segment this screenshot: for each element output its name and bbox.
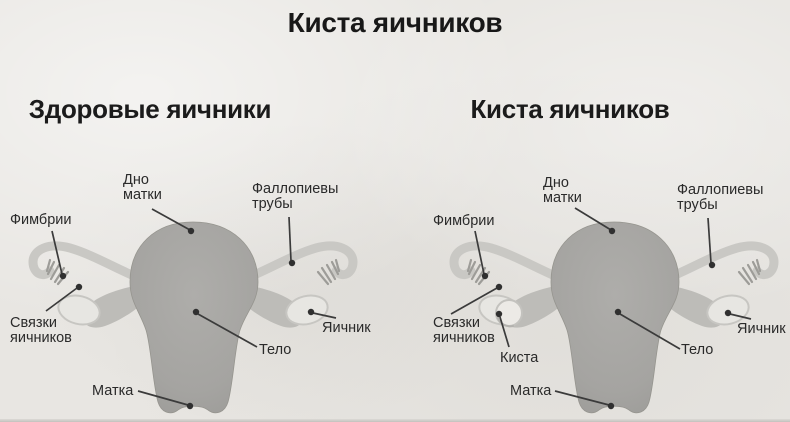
label-fimbriae: Фимбрии	[433, 213, 495, 229]
healthy-uterus-illustration	[0, 208, 395, 422]
leader-fallopian-tube	[707, 217, 716, 269]
label-uterus: Матка	[510, 383, 552, 399]
label-body: Тело	[681, 342, 714, 358]
leader-ovarian-ligament	[450, 283, 503, 315]
subtitle-healthy-ovaries: Здоровые яичники	[28, 94, 272, 124]
label-fimbriae: Фимбрии	[10, 212, 72, 228]
leader-body	[192, 308, 258, 348]
leader-fundus	[574, 207, 616, 235]
anatomy-with-cyst	[454, 222, 774, 413]
panel-healthy-ovaries: Дно матки Фаллопиевы трубы Фимбрии Связк…	[0, 160, 395, 422]
leader-fimbriae	[51, 230, 67, 280]
label-ovary: Яичник	[322, 320, 371, 336]
leader-ovary	[307, 308, 337, 319]
leader-body	[614, 308, 681, 350]
panel-ovarian-cyst: Дно матки Фаллопиевы трубы Фимбрии Связк…	[395, 160, 790, 422]
leader-fundus	[151, 208, 195, 235]
label-uterus: Матка	[92, 383, 134, 399]
page-title: Киста яичников	[287, 7, 503, 38]
label-ovarian-ligament: Связки яичников	[433, 315, 495, 346]
uterus-shape	[33, 222, 353, 413]
label-fundus: Дно матки	[123, 172, 162, 203]
label-ovarian-ligament: Связки яичников	[10, 315, 72, 346]
leader-uterus	[554, 390, 615, 410]
leader-fallopian-tube	[288, 216, 296, 267]
label-fallopian-tubes: Фаллопиевы трубы	[252, 181, 339, 212]
label-ovary: Яичник	[737, 321, 786, 337]
cyst-uterus-illustration	[450, 207, 790, 422]
leader-uterus	[137, 390, 194, 410]
label-body: Тело	[259, 342, 292, 358]
label-cyst: Киста	[500, 350, 539, 366]
leader-ovarian-ligament	[45, 283, 83, 312]
leader-cyst	[495, 310, 510, 348]
leader-lines	[450, 207, 752, 410]
subtitle-ovarian-cyst: Киста яичников	[470, 94, 670, 124]
leader-lines	[45, 208, 337, 410]
leader-ovary	[724, 309, 752, 320]
label-fundus: Дно матки	[543, 175, 582, 206]
leader-fimbriae	[474, 230, 489, 280]
label-fallopian-tubes: Фаллопиевы трубы	[677, 182, 764, 213]
